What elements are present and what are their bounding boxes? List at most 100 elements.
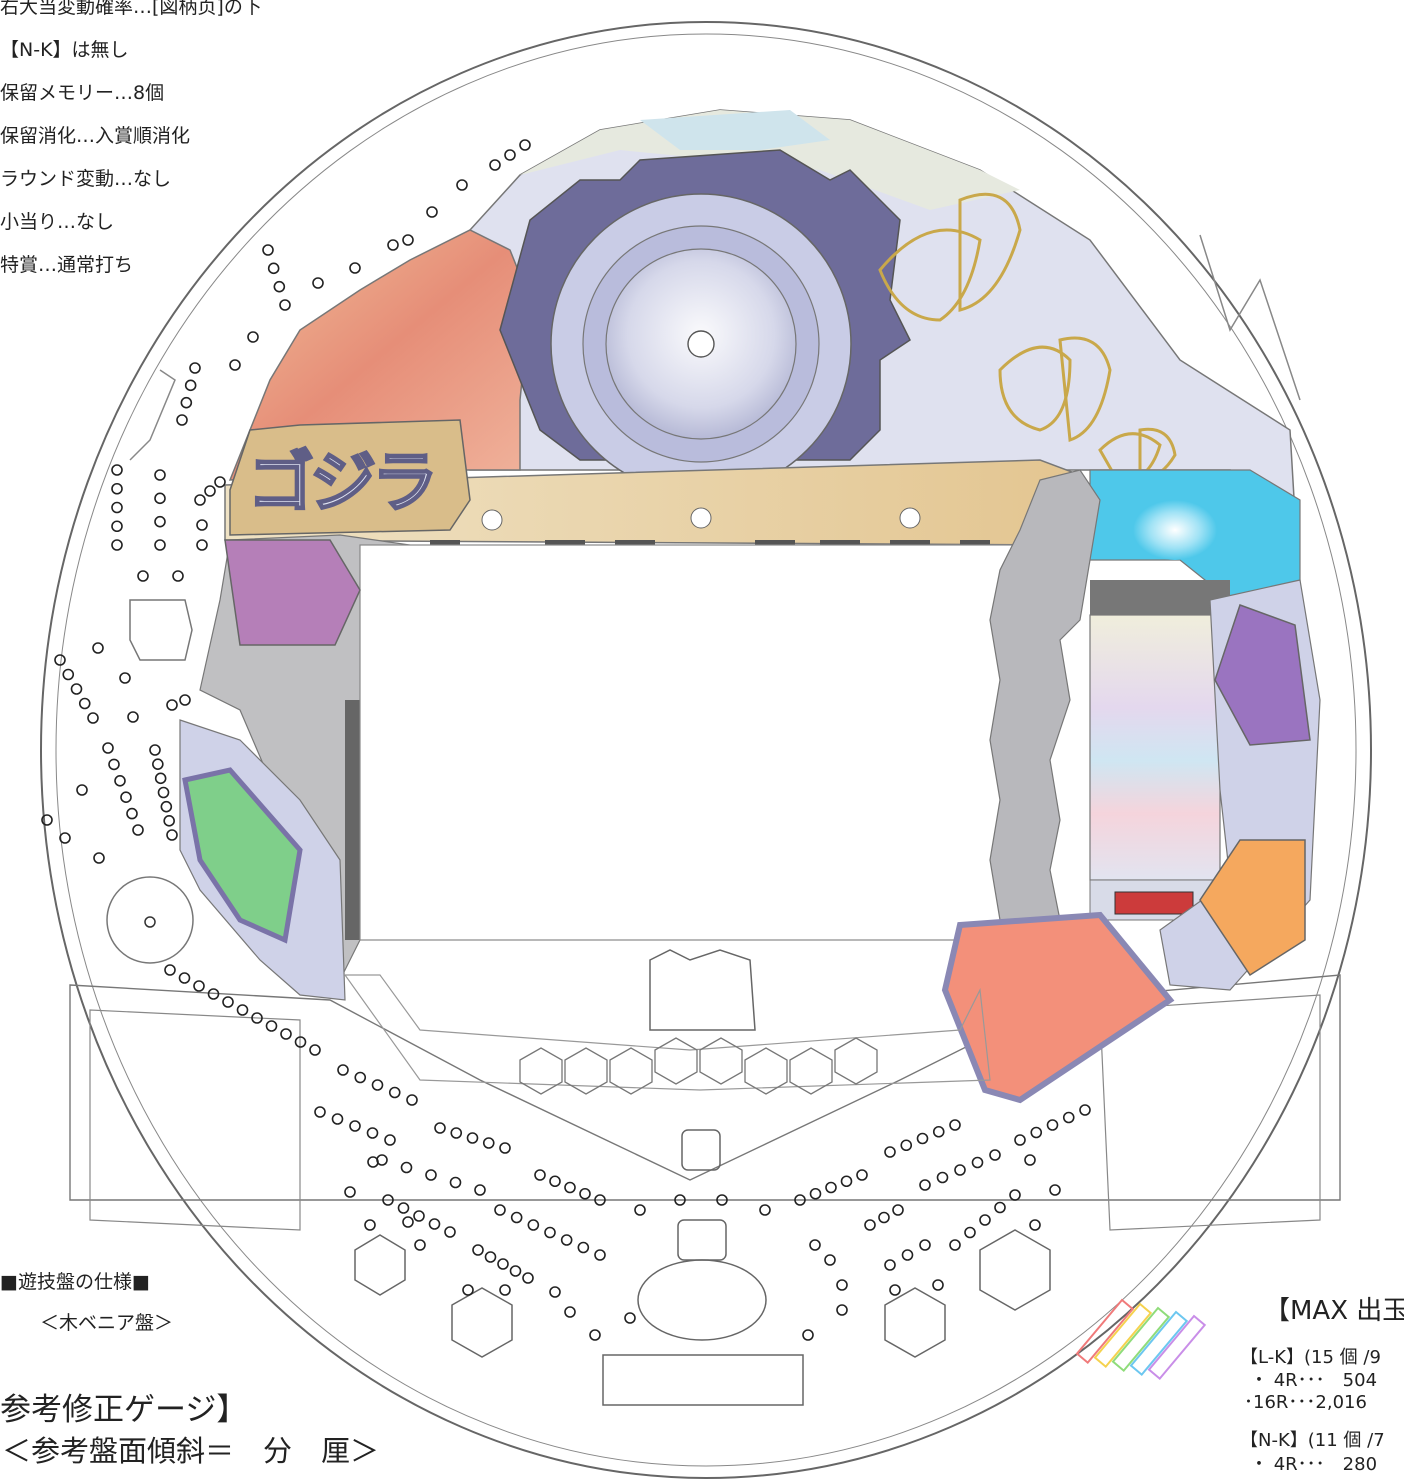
nail-pin	[172, 570, 184, 582]
nail-pin	[484, 1251, 497, 1263]
nail-pin	[889, 1284, 901, 1296]
nail-pin	[78, 697, 91, 710]
nail-pin	[337, 1064, 349, 1076]
nail-pin	[349, 262, 361, 274]
nail-pin	[111, 482, 123, 495]
lk-16r: ･16R･･･2,016	[1244, 1392, 1367, 1413]
nail-pin	[900, 1139, 913, 1152]
nail-pin	[126, 807, 138, 820]
center-start-pocket	[677, 1219, 727, 1261]
nail-pin	[207, 988, 220, 1000]
nail-pin	[499, 1142, 511, 1154]
nk-4r: ・ 4R･･･ 280	[1250, 1454, 1378, 1475]
nail-pin	[527, 1219, 540, 1231]
nail-pin	[371, 1079, 384, 1091]
legend-bar	[1129, 1310, 1189, 1377]
nail-pin	[497, 1258, 509, 1270]
nail-pin	[916, 1132, 929, 1145]
nail-pin	[504, 149, 516, 161]
nail-pin	[111, 539, 123, 551]
nail-pin	[222, 996, 234, 1008]
nail-pin	[402, 1216, 414, 1228]
nail-pin	[716, 1194, 728, 1206]
board-tilt-label: ＜参考盤面傾斜＝ 分 厘＞	[2, 1434, 380, 1468]
nk-header: 【N-K】(11 個 /7	[1240, 1430, 1385, 1451]
nail-pin	[331, 1113, 344, 1125]
nail-pin	[127, 711, 139, 723]
nail-pin	[836, 1304, 848, 1316]
nail-pin	[102, 742, 114, 754]
nail-pin	[414, 1239, 426, 1251]
nail-pin	[62, 668, 75, 681]
nail-pin	[494, 1204, 506, 1216]
nail-pin	[204, 485, 216, 497]
nail-pin	[489, 159, 501, 171]
legend-bar	[1093, 1302, 1153, 1369]
nail-pin	[579, 1187, 591, 1200]
nail-pin	[674, 1194, 686, 1206]
nail-pin	[309, 1044, 321, 1056]
logo-text: ゴジラ	[248, 444, 434, 521]
nail-pin	[314, 1106, 326, 1118]
nail-pin	[41, 814, 53, 826]
nail-pin	[919, 1179, 931, 1191]
nail-pin	[166, 829, 178, 841]
nail-pin	[87, 712, 99, 724]
nail-pin	[560, 1234, 573, 1246]
spec-note: 特賞…通常打ち	[0, 254, 134, 276]
board-spec-material: ＜木ベニア盤＞	[40, 1312, 174, 1334]
right-side-lcd	[1089, 614, 1221, 881]
nail-pin	[312, 277, 324, 289]
nail-pin	[809, 1187, 822, 1200]
rail-light	[481, 509, 503, 531]
nail-pin	[426, 206, 438, 218]
nail-pin	[157, 786, 170, 799]
right-violet-hex	[1214, 604, 1311, 746]
spec-note: 保留消化…入賞順消化	[0, 125, 191, 147]
reel-hub	[687, 330, 715, 358]
nail-pin	[954, 1164, 966, 1176]
spec-note: ラウンド変動…なし	[0, 168, 172, 190]
nail-pin	[856, 1169, 868, 1181]
left-windmill-pin	[144, 916, 156, 928]
nail-pin	[154, 492, 166, 505]
legend-bar	[1111, 1306, 1171, 1373]
nail-pin	[354, 1071, 367, 1084]
nail-pin	[196, 519, 208, 531]
nail-pin	[119, 672, 131, 684]
nail-pin	[884, 1259, 896, 1271]
nail-pin	[178, 972, 191, 984]
nail-pin	[247, 331, 259, 343]
nail-pin	[989, 1149, 1001, 1161]
lk-header: 【L-K】(15 個 /9	[1240, 1347, 1381, 1368]
cyan-lamp-glow	[1133, 500, 1217, 560]
nail-pin	[809, 1239, 821, 1251]
nail-pin	[971, 1156, 984, 1169]
led-indicator	[1114, 891, 1194, 915]
top-blue-tint	[640, 110, 830, 150]
stage-hex-row	[519, 1037, 878, 1095]
nail-pin	[462, 1284, 474, 1296]
nail-pin	[180, 396, 193, 409]
nail-pin	[892, 1204, 904, 1216]
right-frame	[989, 469, 1101, 921]
stage-box	[649, 949, 756, 1031]
nail-pin	[964, 1226, 976, 1239]
lower-left-pocket	[89, 1009, 301, 1231]
left-purple-hex	[224, 539, 361, 646]
gauge-title: 参考修正ゲージ】	[0, 1392, 248, 1428]
nail-pin	[92, 642, 104, 654]
nail-pin	[280, 1028, 292, 1040]
nail-pin	[413, 1210, 425, 1222]
lk-4r: ・ 4R･･･ 504	[1250, 1370, 1378, 1391]
nail-pin	[884, 1146, 896, 1158]
nail-pin	[194, 494, 206, 506]
nail-pin	[434, 1122, 446, 1134]
nail-pin	[979, 1214, 991, 1226]
nail-pin	[1024, 1154, 1036, 1166]
nail-pin	[840, 1175, 853, 1188]
nail-pin	[154, 469, 166, 481]
nail-pin	[111, 464, 123, 476]
nail-pin	[267, 262, 280, 275]
